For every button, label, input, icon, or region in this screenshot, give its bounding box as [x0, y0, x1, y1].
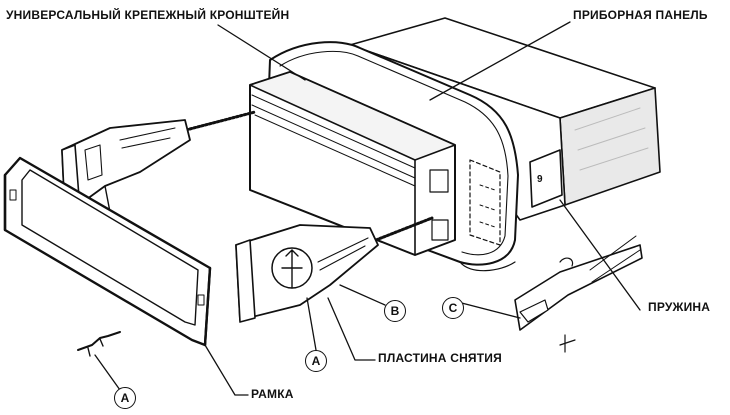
svg-text:9: 9	[537, 174, 543, 185]
spring-detail	[514, 235, 643, 353]
label-frame: РАМКА	[251, 387, 294, 401]
radio-chassis	[249, 71, 501, 256]
callout-c: C	[442, 297, 464, 319]
lower-bracket	[235, 224, 379, 323]
spring-clip: 9	[529, 149, 563, 208]
label-dashboard: ПРИБОРНАЯ ПАНЕЛЬ	[573, 8, 708, 22]
leader-lines	[94, 21, 641, 396]
callout-a-tool: A	[114, 387, 136, 409]
removal-tool	[77, 331, 121, 357]
label-spring: ПРУЖИНА	[648, 300, 711, 314]
label-removal-plate: ПЛАСТИНА СНЯТИЯ	[378, 351, 502, 365]
trim-frame	[3, 156, 212, 347]
callout-a-plate: A	[305, 350, 327, 372]
callout-b: B	[384, 300, 406, 322]
label-universal-bracket: УНИВЕРСАЛЬНЫЙ КРЕПЕЖНЫЙ КРОНШТЕЙН	[6, 8, 290, 22]
guide-lines	[184, 110, 434, 242]
